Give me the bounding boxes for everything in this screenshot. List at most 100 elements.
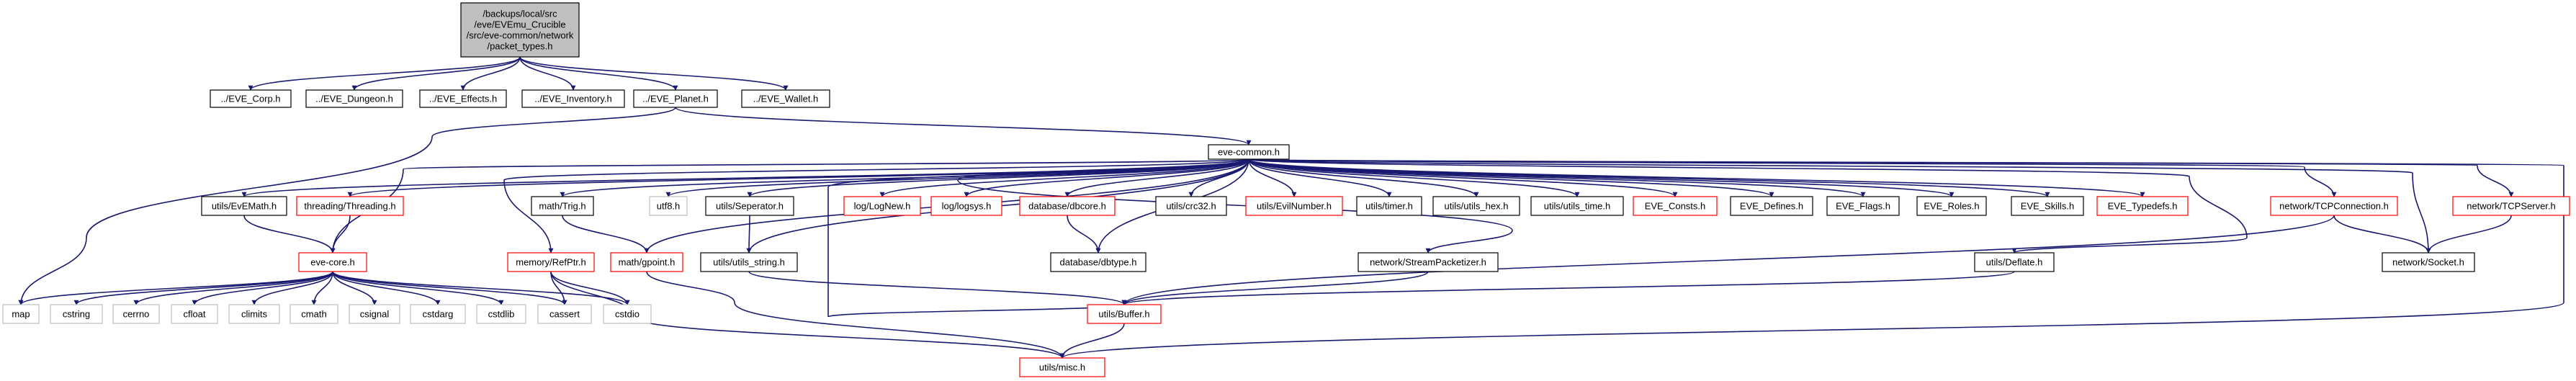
edge-line — [747, 158, 1249, 197]
node-time[interactable]: utils/utils_time.h — [1530, 196, 1624, 216]
node-label: cstdio — [615, 309, 639, 320]
node-label: cfloat — [183, 309, 205, 320]
edge-line — [748, 271, 1127, 305]
edge-line — [1248, 158, 1678, 197]
node-box — [1633, 196, 1718, 216]
edge-evecommon-to-timer — [1248, 158, 1392, 197]
node-dbtype[interactable]: database/dbtype.h — [1050, 252, 1146, 272]
node-box — [1730, 196, 1813, 216]
node-tcpserver[interactable]: network/TCPServer.h — [2452, 196, 2570, 216]
node-label: utils/timer.h — [1365, 201, 1413, 212]
node-flags[interactable]: EVE_Flags.h — [1826, 196, 1900, 216]
node-corp[interactable]: ../EVE_Corp.h — [210, 89, 292, 108]
node-planet[interactable]: ../EVE_Planet.h — [633, 89, 718, 108]
node-tcpconn[interactable]: network/TCPConnection.h — [2270, 196, 2398, 216]
edge-line — [332, 271, 504, 305]
node-evecommon[interactable]: eve-common.h — [1208, 144, 1290, 160]
edge-line — [879, 158, 1249, 197]
node-skills[interactable]: EVE_Skills.h — [2011, 196, 2084, 216]
edge-evecommon-to-crc32 — [1188, 158, 1249, 197]
edge-evecommon-to-time — [1248, 158, 1580, 197]
node-hex[interactable]: utils/utils_hex.h — [1432, 196, 1520, 216]
node-wallet[interactable]: ../EVE_Wallet.h — [741, 89, 830, 108]
node-seperator[interactable]: utils/Seperator.h — [705, 196, 794, 216]
node-label: EVE_Defines.h — [1740, 201, 1803, 212]
node-cmath: cmath — [290, 304, 338, 324]
node-label: /backups/local/src — [483, 9, 557, 19]
node-lognew[interactable]: log/LogNew.h — [843, 196, 921, 216]
node-trig[interactable]: math/Trig.h — [531, 196, 594, 216]
edge-line — [332, 271, 377, 305]
node-timer[interactable]: utils/timer.h — [1356, 196, 1422, 216]
edge-line — [1248, 158, 1580, 197]
node-gpoint[interactable]: math/gpoint.h — [610, 252, 683, 272]
edge-line — [503, 158, 1249, 254]
node-label: cmath — [301, 309, 326, 320]
edge-root-to-dungeon — [351, 56, 521, 91]
node-evilnumber[interactable]: utils/EvilNumber.h — [1245, 196, 1343, 216]
node-box — [2096, 196, 2189, 216]
node-streampack[interactable]: network/StreamPacketizer.h — [1357, 252, 1499, 272]
node-label: math/Trig.h — [539, 201, 585, 212]
node-defines[interactable]: EVE_Defines.h — [1730, 196, 1813, 216]
node-threading[interactable]: threading/Threading.h — [296, 196, 404, 216]
node-roles[interactable]: EVE_Roles.h — [1916, 196, 1987, 216]
node-misc[interactable]: utils/misc.h — [1019, 357, 1105, 377]
node-label: threading/Threading.h — [304, 201, 395, 212]
edge-line — [243, 215, 336, 254]
edge-line — [550, 271, 630, 305]
node-buffer[interactable]: utils/Buffer.h — [1087, 304, 1162, 324]
node-label: network/TCPServer.h — [2467, 201, 2556, 212]
node-box — [210, 89, 292, 108]
edge-evecommon-to-socket — [1248, 158, 2431, 254]
node-box — [1245, 196, 1343, 216]
edge-line — [1059, 323, 1125, 359]
node-label: cstdarg — [423, 309, 454, 320]
edge-evecore-to-map — [18, 271, 333, 305]
edge-line — [964, 158, 1249, 197]
node-box — [2011, 196, 2084, 216]
node-label: ../EVE_Wallet.h — [753, 94, 819, 104]
node-box — [2382, 252, 2475, 272]
edge-line — [460, 56, 521, 91]
node-label: log/LogNew.h — [854, 201, 911, 212]
edge-root-to-corp — [248, 56, 521, 91]
node-evemath[interactable]: utils/EvEMath.h — [201, 196, 287, 216]
node-utilsstring[interactable]: utils/utils_string.h — [700, 252, 798, 272]
edge-evecommon-to-lognew — [879, 158, 1249, 197]
edge-evecommon-to-hex — [1248, 158, 1479, 197]
node-box — [228, 304, 280, 324]
edge-planet-to-map — [18, 107, 676, 305]
node-box — [930, 196, 1002, 216]
node-root[interactable]: /backups/local/src/eve/EVEmu_Crucible/sr… — [460, 2, 580, 58]
node-box — [1087, 304, 1162, 324]
edge-evecommon-to-deflate — [1248, 158, 2248, 254]
edge-line — [1188, 158, 1249, 197]
node-box — [1530, 196, 1624, 216]
node-evecore[interactable]: eve-core.h — [298, 252, 367, 272]
node-label: database/dbcore.h — [1028, 201, 1106, 212]
node-effects[interactable]: ../EVE_Effects.h — [419, 89, 507, 108]
edge-tcpserver-to-socket — [2425, 215, 2512, 254]
edge-evecore-to-climits — [251, 271, 333, 305]
node-consts[interactable]: EVE_Consts.h — [1633, 196, 1718, 216]
edge-line — [311, 271, 333, 305]
node-inventory[interactable]: ../EVE_Inventory.h — [521, 89, 625, 108]
node-label: utils/Deflate.h — [1986, 257, 2043, 268]
node-label: map — [12, 309, 30, 320]
node-box — [2, 304, 40, 324]
node-typedefs[interactable]: EVE_Typedefs.h — [2096, 196, 2189, 216]
node-refptr[interactable]: memory/RefPtr.h — [507, 252, 595, 272]
node-dungeon[interactable]: ../EVE_Dungeon.h — [305, 89, 403, 108]
node-deflate[interactable]: utils/Deflate.h — [1974, 252, 2055, 272]
node-dbcore[interactable]: database/dbcore.h — [1019, 196, 1116, 216]
node-logsys[interactable]: log/logsys.h — [930, 196, 1002, 216]
node-box — [603, 304, 652, 324]
edge-line — [73, 271, 333, 305]
edge-evecore-to-cstring — [73, 271, 333, 305]
edge-line — [1248, 158, 2145, 197]
node-box — [410, 304, 466, 324]
node-crc32[interactable]: utils/crc32.h — [1155, 196, 1227, 216]
node-socket[interactable]: network/Socket.h — [2382, 252, 2475, 272]
